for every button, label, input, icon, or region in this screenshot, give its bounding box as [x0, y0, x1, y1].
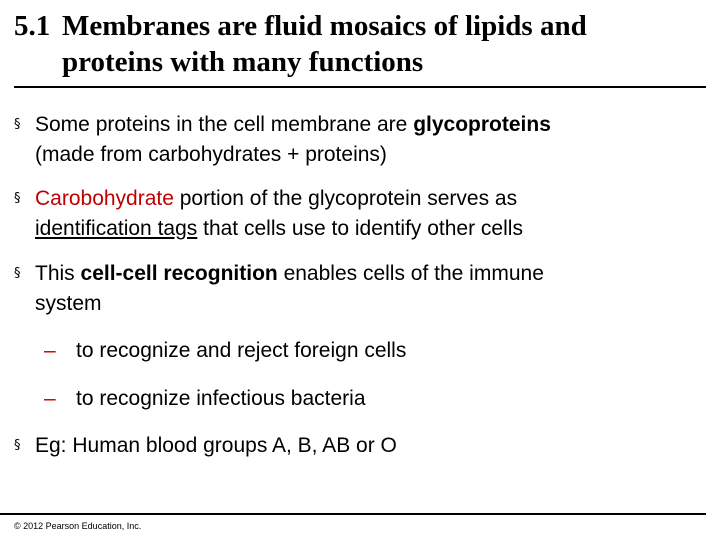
- bullet-text-part: (made from carbohydrates + proteins): [35, 143, 387, 166]
- title-number: 5.1: [14, 10, 51, 42]
- bullet-bold-term: glycoproteins: [413, 113, 551, 136]
- bullet-text-part: This: [35, 262, 81, 285]
- bullet-text-part: Some proteins in the cell membrane are: [35, 113, 414, 136]
- copyright-notice: © 2012 Pearson Education, Inc.: [14, 521, 142, 531]
- bullet-underlined-term: identification tags: [35, 217, 198, 240]
- bullet-text-part: Eg: Human blood groups A, B, AB or O: [35, 434, 397, 457]
- bullet-text: Eg: Human blood groups A, B, AB or O: [35, 431, 704, 461]
- bullet-blood-groups: § Eg: Human blood groups A, B, AB or O: [14, 431, 704, 461]
- sub-bullet-foreign-cells: –to recognize and reject foreign cells: [44, 336, 694, 366]
- bullet-text-part: enables cells of the immune: [277, 262, 544, 285]
- bullet-text: This cell-cell recognition enables cells…: [35, 259, 704, 319]
- footer-divider: [0, 513, 706, 515]
- bullet-text-part: that cells use to identify other cells: [197, 217, 523, 240]
- slide-title: 5.1 Membranes are fluid mosaics of lipids…: [14, 8, 704, 80]
- bullet-marker-icon: §: [14, 266, 21, 281]
- title-divider: [14, 86, 706, 88]
- sub-bullet-text: to recognize and reject foreign cells: [76, 339, 407, 362]
- sub-bullet-text: to recognize infectious bacteria: [76, 387, 366, 410]
- sub-bullet-bacteria: –to recognize infectious bacteria: [44, 384, 694, 414]
- bullet-marker-icon: §: [14, 117, 21, 132]
- bullet-marker-icon: §: [14, 438, 21, 453]
- bullet-identification-tags: § Carobohydrate portion of the glycoprot…: [14, 184, 704, 244]
- title-line-2: proteins with many functions: [62, 46, 424, 78]
- bullet-text-part: portion of the glycoprotein serves as: [173, 187, 518, 210]
- dash-icon: –: [44, 339, 56, 362]
- bullet-text-part: system: [35, 292, 102, 315]
- bullet-cell-recognition: § This cell-cell recognition enables cel…: [14, 259, 704, 319]
- bullet-glycoproteins: § Some proteins in the cell membrane are…: [14, 110, 704, 170]
- dash-icon: –: [44, 387, 56, 410]
- bullet-text: Carobohydrate portion of the glycoprotei…: [35, 184, 704, 244]
- bullet-bold-term: cell-cell recognition: [80, 262, 278, 285]
- bullet-marker-icon: §: [14, 191, 21, 206]
- title-line-1: Membranes are fluid mosaics of lipids an…: [62, 10, 587, 42]
- bullet-text: Some proteins in the cell membrane are g…: [35, 110, 704, 170]
- bullet-red-term: Carobohydrate: [35, 187, 174, 210]
